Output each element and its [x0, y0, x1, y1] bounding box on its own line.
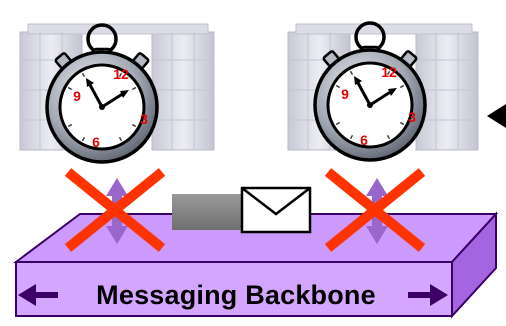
clock-number-12: 12 [113, 66, 129, 82]
clock-number-12: 12 [381, 64, 397, 80]
clock-number-9: 9 [73, 88, 81, 104]
clock-number-9: 9 [341, 86, 349, 102]
backbone-label: Messaging Backbone [58, 278, 414, 312]
clock-number-3: 3 [408, 109, 416, 125]
message-in-transit [172, 188, 310, 232]
clock-number-3: 3 [140, 111, 148, 127]
envelope-icon [242, 188, 310, 232]
message-motion-tail [172, 194, 242, 230]
pointer-arrow-icon [487, 104, 506, 128]
clock-number-6: 6 [92, 134, 100, 150]
clock-number-6: 6 [360, 132, 368, 148]
